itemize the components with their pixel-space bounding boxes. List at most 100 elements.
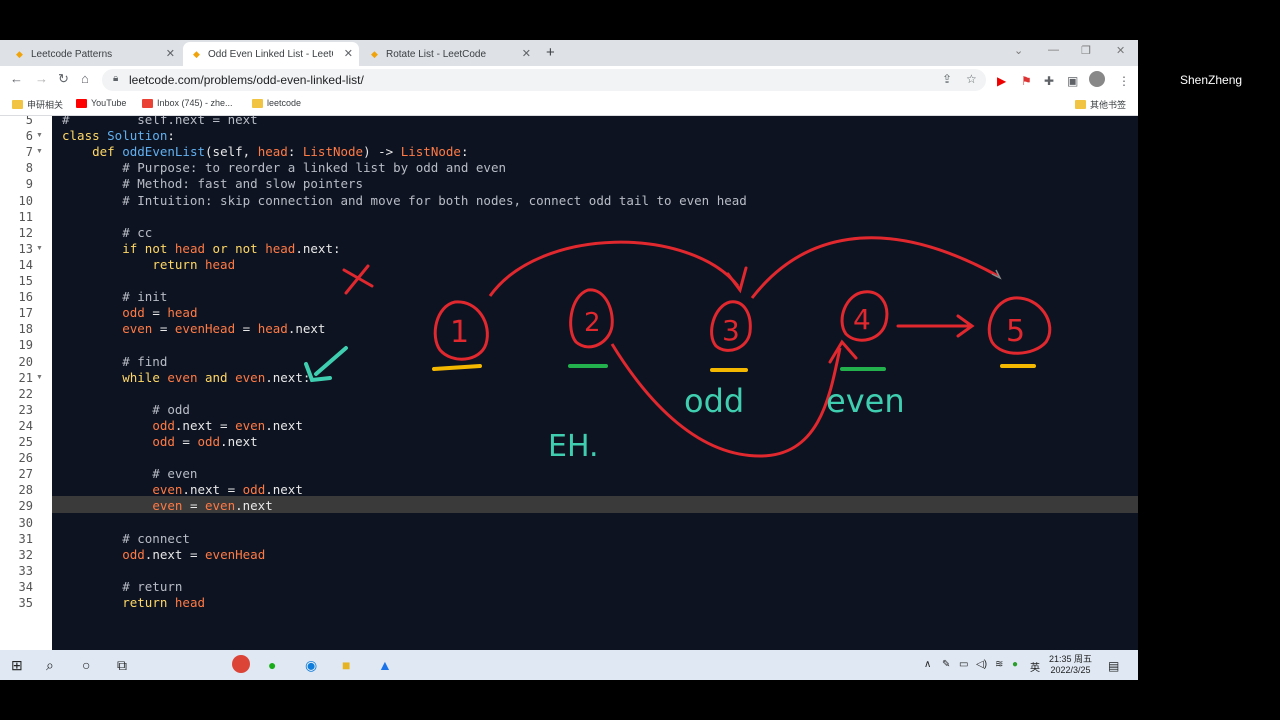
reload-icon[interactable]: ↻ (58, 71, 69, 86)
code-line: # Method: fast and slow pointers (62, 176, 363, 192)
code-token: # cc (62, 224, 153, 240)
bookmark-folder-1[interactable]: 申研相关 (12, 98, 63, 111)
label-even: even (826, 382, 905, 420)
battery-icon[interactable]: ▭ (959, 659, 969, 670)
line-number: 29 (18, 499, 33, 514)
wechat-icon[interactable]: ● (268, 657, 277, 673)
close-tab-icon[interactable]: ✕ (165, 48, 175, 60)
line-number: 25 (18, 435, 33, 449)
system-clock[interactable]: 21:35 周五 2022/3/25 (1049, 654, 1092, 676)
whiteboard-app-icon[interactable]: ▲ (378, 657, 392, 673)
input-method-icon[interactable]: ● (1012, 659, 1019, 670)
tab-rotate-list[interactable]: ◆ Rotate List - LeetCode ✕ (361, 42, 537, 66)
code-line: odd.next = even.next (62, 418, 303, 434)
fold-toggle-icon[interactable]: ▼ (36, 148, 43, 156)
bookmarks-bar: 申研相关 YouTube Inbox (745) - zhe... leetco… (0, 94, 1138, 116)
code-token: return (122, 595, 175, 610)
line-number: 15 (18, 274, 33, 288)
fold-toggle-icon[interactable]: ▼ (36, 132, 43, 140)
windows-start-icon[interactable]: ⊞ (11, 657, 23, 673)
close-tab-icon[interactable]: ✕ (521, 48, 531, 60)
back-icon[interactable]: ← (10, 71, 23, 86)
volume-icon[interactable]: ◁) (976, 659, 988, 670)
tab-search-icon[interactable]: ⌄ (1014, 45, 1024, 57)
line-number: 10 (18, 193, 33, 208)
new-tab-button[interactable]: + (546, 44, 555, 61)
current-line-highlight (52, 496, 1138, 513)
line-number: 6 (25, 129, 33, 144)
code-line: # connect (62, 531, 190, 547)
code-token: odd (122, 305, 145, 321)
side-panel-icon[interactable]: ▣ (1067, 74, 1079, 88)
node-circle-2 (569, 288, 614, 349)
restore-icon[interactable]: ❐ (1081, 45, 1091, 57)
bookmark-star-icon[interactable]: ☆ (966, 72, 977, 86)
line-number: 24 (18, 418, 33, 433)
code-line: # odd (62, 402, 190, 418)
fold-toggle-icon[interactable]: ▼ (36, 373, 43, 381)
pen-tray-icon[interactable]: ✎ (942, 659, 951, 670)
lock-icon: 🔒︎ (113, 73, 119, 84)
code-token: head (174, 240, 206, 256)
menu-kebab-icon[interactable]: ⋮ (1118, 74, 1130, 88)
tab-leetcode-patterns[interactable]: ◆ Leetcode Patterns ✕ (6, 42, 181, 66)
code-token: .next = (174, 417, 236, 433)
label-odd: odd (684, 382, 744, 420)
node-number-5: 5 (1006, 314, 1025, 349)
forward-icon[interactable]: → (35, 71, 48, 86)
other-bookmarks[interactable]: 其他书签 (1075, 98, 1126, 111)
code-token: = (182, 498, 205, 514)
arrow-node1-to-node3 (488, 240, 740, 297)
line-number: 7 (25, 145, 33, 160)
tray-chevron-icon[interactable]: ∧ (924, 659, 932, 670)
code-line: even = evenHead = head.next (62, 321, 325, 337)
minimize-icon[interactable]: — (1048, 44, 1059, 56)
line-number: 33 (18, 563, 33, 578)
cortana-icon[interactable]: ○ (82, 657, 91, 673)
wifi-icon[interactable]: ≋ (995, 659, 1004, 670)
chrome-icon[interactable] (232, 655, 250, 673)
file-explorer-icon[interactable]: ■ (342, 657, 351, 673)
line-number: 12 (18, 225, 33, 240)
task-view-icon[interactable]: ⧉ (117, 657, 127, 673)
code-token: head (167, 305, 198, 321)
extension-icon[interactable]: ⚑ (1021, 74, 1032, 88)
youtube-extension-icon[interactable]: ▶ (997, 74, 1007, 88)
close-window-icon[interactable]: ✕ (1116, 45, 1126, 57)
edge-icon[interactable]: ◉ (305, 657, 318, 673)
code-token: = (235, 321, 258, 337)
line-number: 35 (18, 596, 33, 610)
bookmark-folder-leetcode[interactable]: leetcode (252, 98, 301, 108)
code-token: even (205, 498, 236, 514)
code-token: # find (62, 353, 168, 369)
leetcode-favicon-icon: ◆ (371, 48, 378, 59)
close-tab-icon[interactable]: ✕ (343, 48, 353, 60)
fold-toggle-icon[interactable]: ▼ (36, 244, 43, 252)
ime-language-indicator[interactable]: 英 (1030, 663, 1040, 674)
code-token: even (152, 498, 183, 514)
node-number-2: 2 (584, 308, 601, 338)
bookmark-youtube[interactable]: YouTube (76, 98, 126, 108)
code-token: : (287, 144, 303, 160)
line-number: 17 (18, 306, 33, 321)
line-number: 34 (18, 579, 33, 594)
home-icon[interactable]: ⌂ (81, 71, 89, 86)
code-token: .next = (182, 482, 243, 498)
bookmark-gmail[interactable]: Inbox (745) - zhe... (142, 98, 233, 108)
node-number-4: 4 (853, 303, 871, 336)
line-number: 26 (18, 451, 33, 466)
profile-avatar[interactable] (1089, 71, 1105, 87)
code-token: .next (265, 482, 303, 498)
code-line: # find (62, 354, 167, 370)
share-icon[interactable]: ⇪ (942, 72, 953, 86)
address-bar[interactable]: 🔒︎ leetcode.com/problems/odd-even-linked… (102, 69, 986, 91)
code-line: while even and even.next: (62, 370, 310, 386)
extensions-puzzle-icon[interactable]: ✚ (1044, 74, 1055, 88)
search-icon[interactable]: ⌕ (46, 657, 54, 673)
browser-toolbar: ← → ↻ ⌂ 🔒︎ leetcode.com/problems/odd-eve… (0, 66, 1138, 94)
notification-center-icon[interactable]: ▤ (1108, 659, 1120, 673)
tab-odd-even-linked-list[interactable]: ◆ Odd Even Linked List - LeetCo ✕ (183, 42, 359, 66)
node-circle-3 (710, 300, 752, 352)
code-line: odd = odd.next (62, 434, 257, 450)
